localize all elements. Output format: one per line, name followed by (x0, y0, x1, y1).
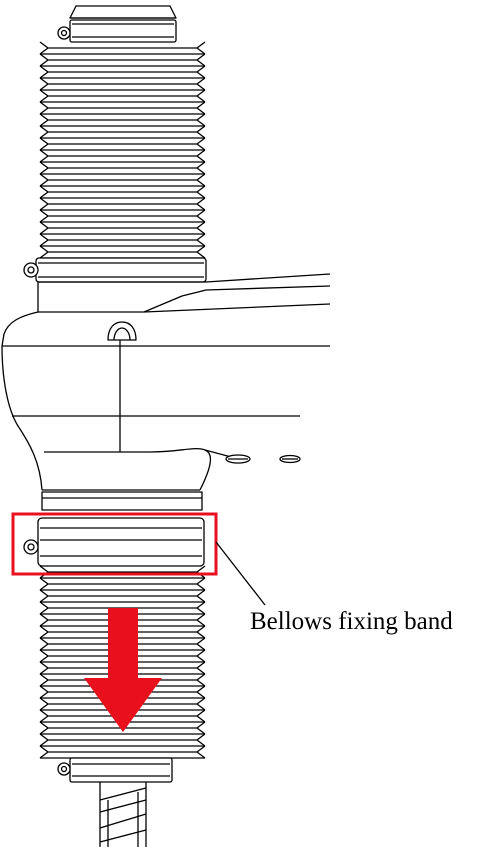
middle-clamp-band (23, 257, 207, 283)
bellows-fold (39, 577, 206, 591)
bellows-fold (39, 233, 206, 247)
bellows-fold (39, 161, 206, 175)
bellows-fold (39, 89, 206, 103)
bellows-fold (39, 209, 206, 223)
bellows-fold (39, 173, 206, 187)
bellows-fold (39, 245, 206, 259)
bellows-fold (39, 221, 206, 235)
bellows-fold (39, 565, 206, 579)
bellows-fold (39, 137, 206, 151)
lower-collar (41, 491, 203, 511)
bellows-fold (39, 185, 206, 199)
bellows-fold (39, 733, 206, 747)
bellows-fold (39, 589, 206, 603)
bellows-fold (39, 65, 206, 79)
bellows-fold (39, 113, 206, 127)
bellows-fold (39, 149, 206, 163)
ball-screw-shaft (99, 782, 147, 847)
bellows-fold (39, 125, 206, 139)
callout-leader-line (215, 541, 266, 606)
bellows-fixing-band (23, 517, 205, 567)
top-clamp-band (57, 19, 177, 43)
highlight-box (11, 512, 218, 576)
bellows-fold (39, 41, 206, 55)
bellows-fold (39, 745, 206, 759)
arm-body (1, 273, 331, 491)
bellows-fold (39, 197, 206, 211)
bellows-fold (39, 53, 206, 67)
upper-bellows (39, 41, 206, 259)
bellows-fold (39, 77, 206, 91)
bellows-fixing-band-label: Bellows fixing band (250, 608, 453, 635)
down-arrow-icon (84, 608, 162, 732)
bellows-fold (39, 101, 206, 115)
top-cap (69, 5, 177, 19)
bottom-clamp-band (57, 757, 173, 783)
